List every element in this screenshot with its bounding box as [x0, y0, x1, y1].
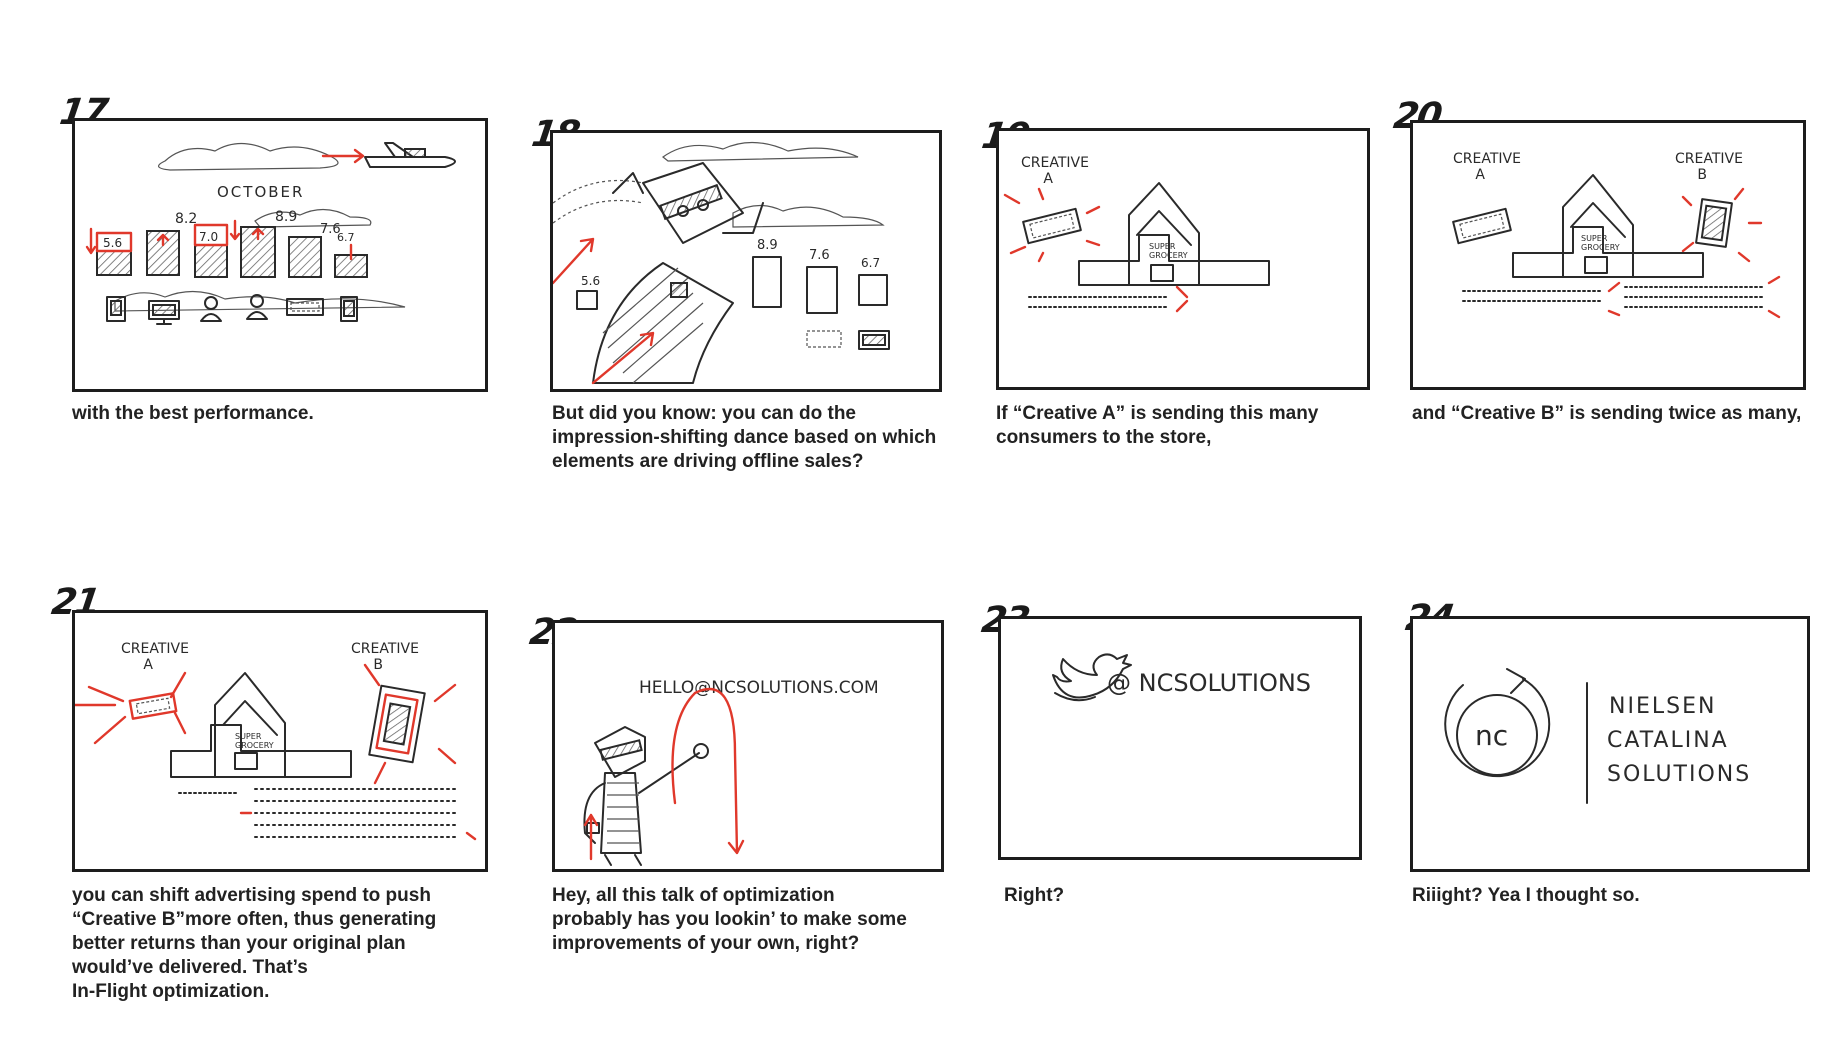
banner-ad-icon	[1452, 207, 1512, 245]
panel-caption: Riiight? Yea I thought so.	[1412, 885, 1640, 906]
twitter-bird-icon	[1052, 653, 1132, 702]
person-icon	[200, 296, 222, 322]
panel-frame: HELLO@NCSOLUTIONS.COM	[552, 620, 944, 872]
brand-line-1: NIELSEN	[1609, 694, 1716, 719]
tablet-icon	[1695, 198, 1733, 248]
brand-line-2: CATALINA	[1607, 728, 1729, 753]
panel-caption: and “Creative B” is sending twice as man…	[1412, 403, 1802, 424]
value-label: 7.0	[199, 230, 218, 244]
tablet-icon	[368, 684, 426, 764]
value-label: 5.6	[103, 236, 122, 250]
chart-bar	[194, 244, 228, 278]
panel-17-illustration: OCTOBER 8.2 8.9 7.6 5.6 7.0 6.7	[85, 142, 456, 325]
value-label: 6.7	[861, 256, 880, 270]
month-label: OCTOBER	[217, 183, 304, 201]
cloud-icon	[732, 204, 885, 228]
cloud-icon	[158, 142, 339, 171]
chart-bar	[96, 250, 132, 276]
panel-frame: @ NCSOLUTIONS	[998, 616, 1362, 860]
tablet-icon	[340, 296, 358, 322]
banner-ad-icon	[128, 692, 178, 720]
panel-frame: nc NIELSEN CATALINA SOLUTIONS	[1410, 616, 1810, 872]
contact-email: HELLO@NCSOLUTIONS.COM	[639, 678, 879, 698]
value-label: 8.2	[175, 211, 197, 227]
panel-frame: 8.9 7.6 6.7 5.6	[550, 130, 942, 392]
robot-icon	[583, 726, 709, 866]
value-label: 7.6	[320, 222, 341, 237]
panel-23-illustration: @ NCSOLUTIONS	[1052, 653, 1311, 702]
nc-logo-icon: nc	[1444, 668, 1551, 778]
banner-ad-icon	[286, 298, 324, 316]
value-label: 8.9	[757, 238, 778, 253]
panel-frame: OCTOBER 8.2 8.9 7.6 5.6 7.0 6.7	[72, 118, 488, 392]
panel-18-illustration: 8.9 7.6 6.7 5.6	[553, 141, 890, 385]
monitor-icon	[858, 330, 890, 350]
value-label: 7.6	[809, 248, 830, 263]
cloud-icon	[254, 208, 372, 228]
value-label: 8.9	[275, 209, 297, 225]
value-label: 5.6	[581, 274, 600, 288]
banner-ad-icon	[806, 330, 842, 348]
panel-caption: Hey, all this talk of optimization proba…	[552, 885, 907, 954]
panel-24-illustration: nc NIELSEN CATALINA SOLUTIONS	[1444, 668, 1751, 804]
person-icon	[246, 294, 268, 320]
panel-22-illustration: HELLO@NCSOLUTIONS.COM	[583, 678, 879, 866]
cloud-icon	[114, 290, 406, 312]
value-label: 6.7	[337, 231, 355, 244]
panel-caption: But did you know: you can do the impress…	[552, 403, 937, 472]
airplane-icon	[364, 142, 456, 168]
logo-text: nc	[1475, 719, 1508, 752]
panel-caption: you can shift advertising spend to push …	[72, 885, 437, 1002]
brand-line-3: SOLUTIONS	[1607, 762, 1751, 787]
robot-icon	[553, 162, 764, 384]
panel-caption: Right?	[1004, 885, 1065, 906]
panel-caption: with the best performance.	[72, 403, 314, 424]
tablet-icon	[106, 296, 126, 322]
banner-ad-icon	[1022, 207, 1082, 245]
panel-caption: If “Creative A” is sending this many con…	[996, 403, 1319, 448]
chart-bar	[288, 236, 322, 278]
cloud-icon	[662, 141, 859, 162]
twitter-handle: @ NCSOLUTIONS	[1107, 669, 1311, 697]
